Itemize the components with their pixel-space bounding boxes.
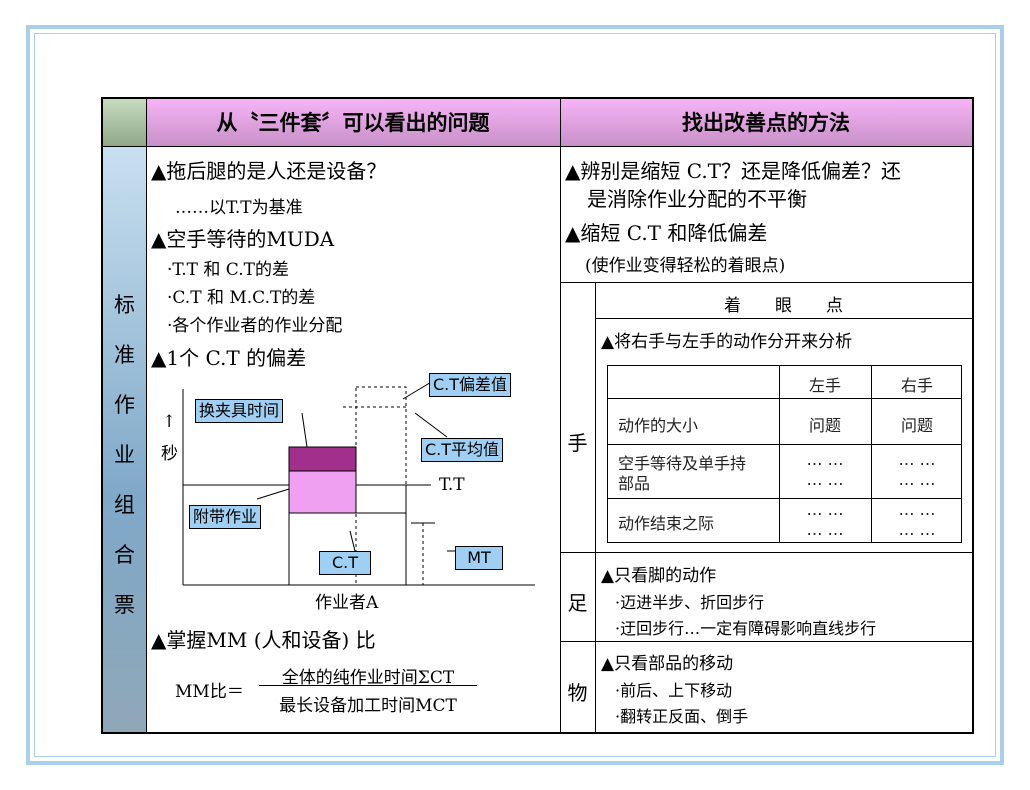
ct-avg-pointer [414,412,448,438]
callout-mt: MT [455,546,503,570]
foot-title: ▲只看脚的动作 [601,566,717,586]
sidebar-char: 标 [114,293,135,317]
col-divider-2 [560,99,561,732]
muda-item: ·T.T 和 C.T的差 [167,260,289,280]
sidebar-char: 业 [114,443,135,467]
header-left-cell [146,99,560,146]
muda-item: ·C.T 和 M.C.T的差 [167,288,316,308]
method-distinguish-line2: 是消除作业分配的不平衡 [587,187,807,211]
changeover-bar [288,446,357,472]
sidebar-char: 准 [114,343,135,367]
col-right-hand: 右手 [900,376,933,395]
category-goods: 物 [567,681,588,705]
hand-analysis-title: ▲将右手与左手的动作分开来分析 [601,332,853,352]
col-divider-1 [146,99,147,732]
header-right-cell [560,99,972,146]
ct-deviation-chart [182,380,535,586]
goods-item: ·前后、上下移动 [615,681,733,700]
row-motion-size: 动作的大小 [618,416,699,435]
category-hand: 手 [567,431,588,455]
ct-deviation-range [355,386,407,586]
cell-right-motion-size: 问题 [900,416,933,435]
row-motion-end: 动作结束之际 [618,514,715,533]
mm-denominator: 最长设备加工时间MCT [279,696,457,716]
sidebar-char: 作 [114,393,135,417]
header-corner [103,99,146,146]
callout-ct-average: C.T平均值 [421,438,504,462]
mm-ratio-label: MM比＝ [175,682,244,702]
header-right-title: 找出改善点的方法 [682,110,850,135]
col-left-hand: 左手 [808,376,841,395]
cell-left-idle-2: … … [806,470,844,489]
hand-table-col1 [779,366,780,542]
y-axis-arrow: ↑ [162,412,177,432]
foot-goods-line [560,641,972,642]
sidebar-char: 票 [114,593,135,617]
ct-dev-pointer [402,380,434,400]
header-left-title: 从〝三件套〞可以看出的问题 [216,110,490,135]
callout-ct-deviation: C.T偏差值 [429,373,512,397]
foot-item: ·迂回步行…一定有障碍影响直线步行 [615,619,877,638]
cell-right-end-1: … … [898,500,936,519]
method-shorten-ct: ▲缩短 C.T 和降低偏差 [565,221,768,245]
question-mm-ratio: ▲掌握MM (人和设备) 比 [151,628,376,652]
focus-top-line [560,282,972,283]
sidebar-char: 合 [114,543,135,567]
method-focus-note: (使作业变得轻松的着眼点) [585,256,786,276]
mm-numerator: 全体的纯作业时间ΣCT [281,668,455,688]
cell-left-motion-size: 问题 [808,416,841,435]
y-axis-label: 秒 [161,444,178,464]
cell-left-end-2: … … [806,520,844,539]
question-bottleneck: ▲拖后腿的是人还是设备？ [151,159,387,183]
hand-analysis-table: 左手 右手 动作的大小 问题 问题 空手等待及单手持 部品 … … … … … … [607,365,962,543]
goods-item: ·翻转正反面、倒手 [615,707,749,726]
x-axis-label: 作业者A [315,593,379,613]
focus-points-header: 着 眼 点 [724,296,843,316]
aux-work-bar [288,470,357,514]
question-bottleneck-note: ……以T.T为基准 [175,198,303,218]
muda-item: ·各个作业者的作业分配 [167,316,343,336]
hand-foot-line [560,552,972,553]
goods-title: ▲只看部品的移动 [601,654,734,674]
callout-ct: C.T [319,551,371,575]
tt-label: T.T [439,475,465,495]
aux-pointer [256,488,290,500]
standard-work-table: 从〝三件套〞可以看出的问题 找出改善点的方法 标 准 作 业 组 合 票 ▲拖后… [101,97,974,734]
hand-table-row1 [608,398,961,399]
foot-item: ·迈进半步、折回步行 [615,593,765,612]
changeover-pointer [301,412,308,448]
callout-aux-work: 附带作业 [189,505,262,529]
inner-frame [34,33,996,757]
cell-left-end-1: … … [806,500,844,519]
cell-right-idle-2: … … [898,470,936,489]
category-foot: 足 [567,591,588,615]
focus-header-line [595,318,972,319]
row-idle-wait-line1: 空手等待及单手持 [618,454,747,473]
hand-table-col2 [871,366,872,542]
ct-pointer [349,530,356,552]
callout-changeover-time: 换夹具时间 [195,399,284,423]
hand-table-row2 [608,444,961,445]
outer-frame [26,25,1004,765]
sidebar-label-cell [103,147,146,732]
mm-fraction-bar [259,685,477,686]
changeover-hatch [288,446,357,472]
header-divider [103,146,972,147]
hand-table-row3 [608,498,961,499]
question-idle-muda: ▲空手等待的MUDA [151,227,335,251]
cell-left-idle-1: … … [806,450,844,469]
method-distinguish-line1: ▲辨别是缩短 C.T？还是降低偏差？还 [565,159,902,183]
cell-right-end-2: … … [898,520,936,539]
category-divider [595,282,596,732]
row-idle-wait-line2: 部品 [618,474,651,493]
question-ct-deviation: ▲1个 C.T 的偏差 [151,346,307,370]
cell-right-idle-1: … … [898,450,936,469]
sidebar-char: 组 [114,493,135,517]
